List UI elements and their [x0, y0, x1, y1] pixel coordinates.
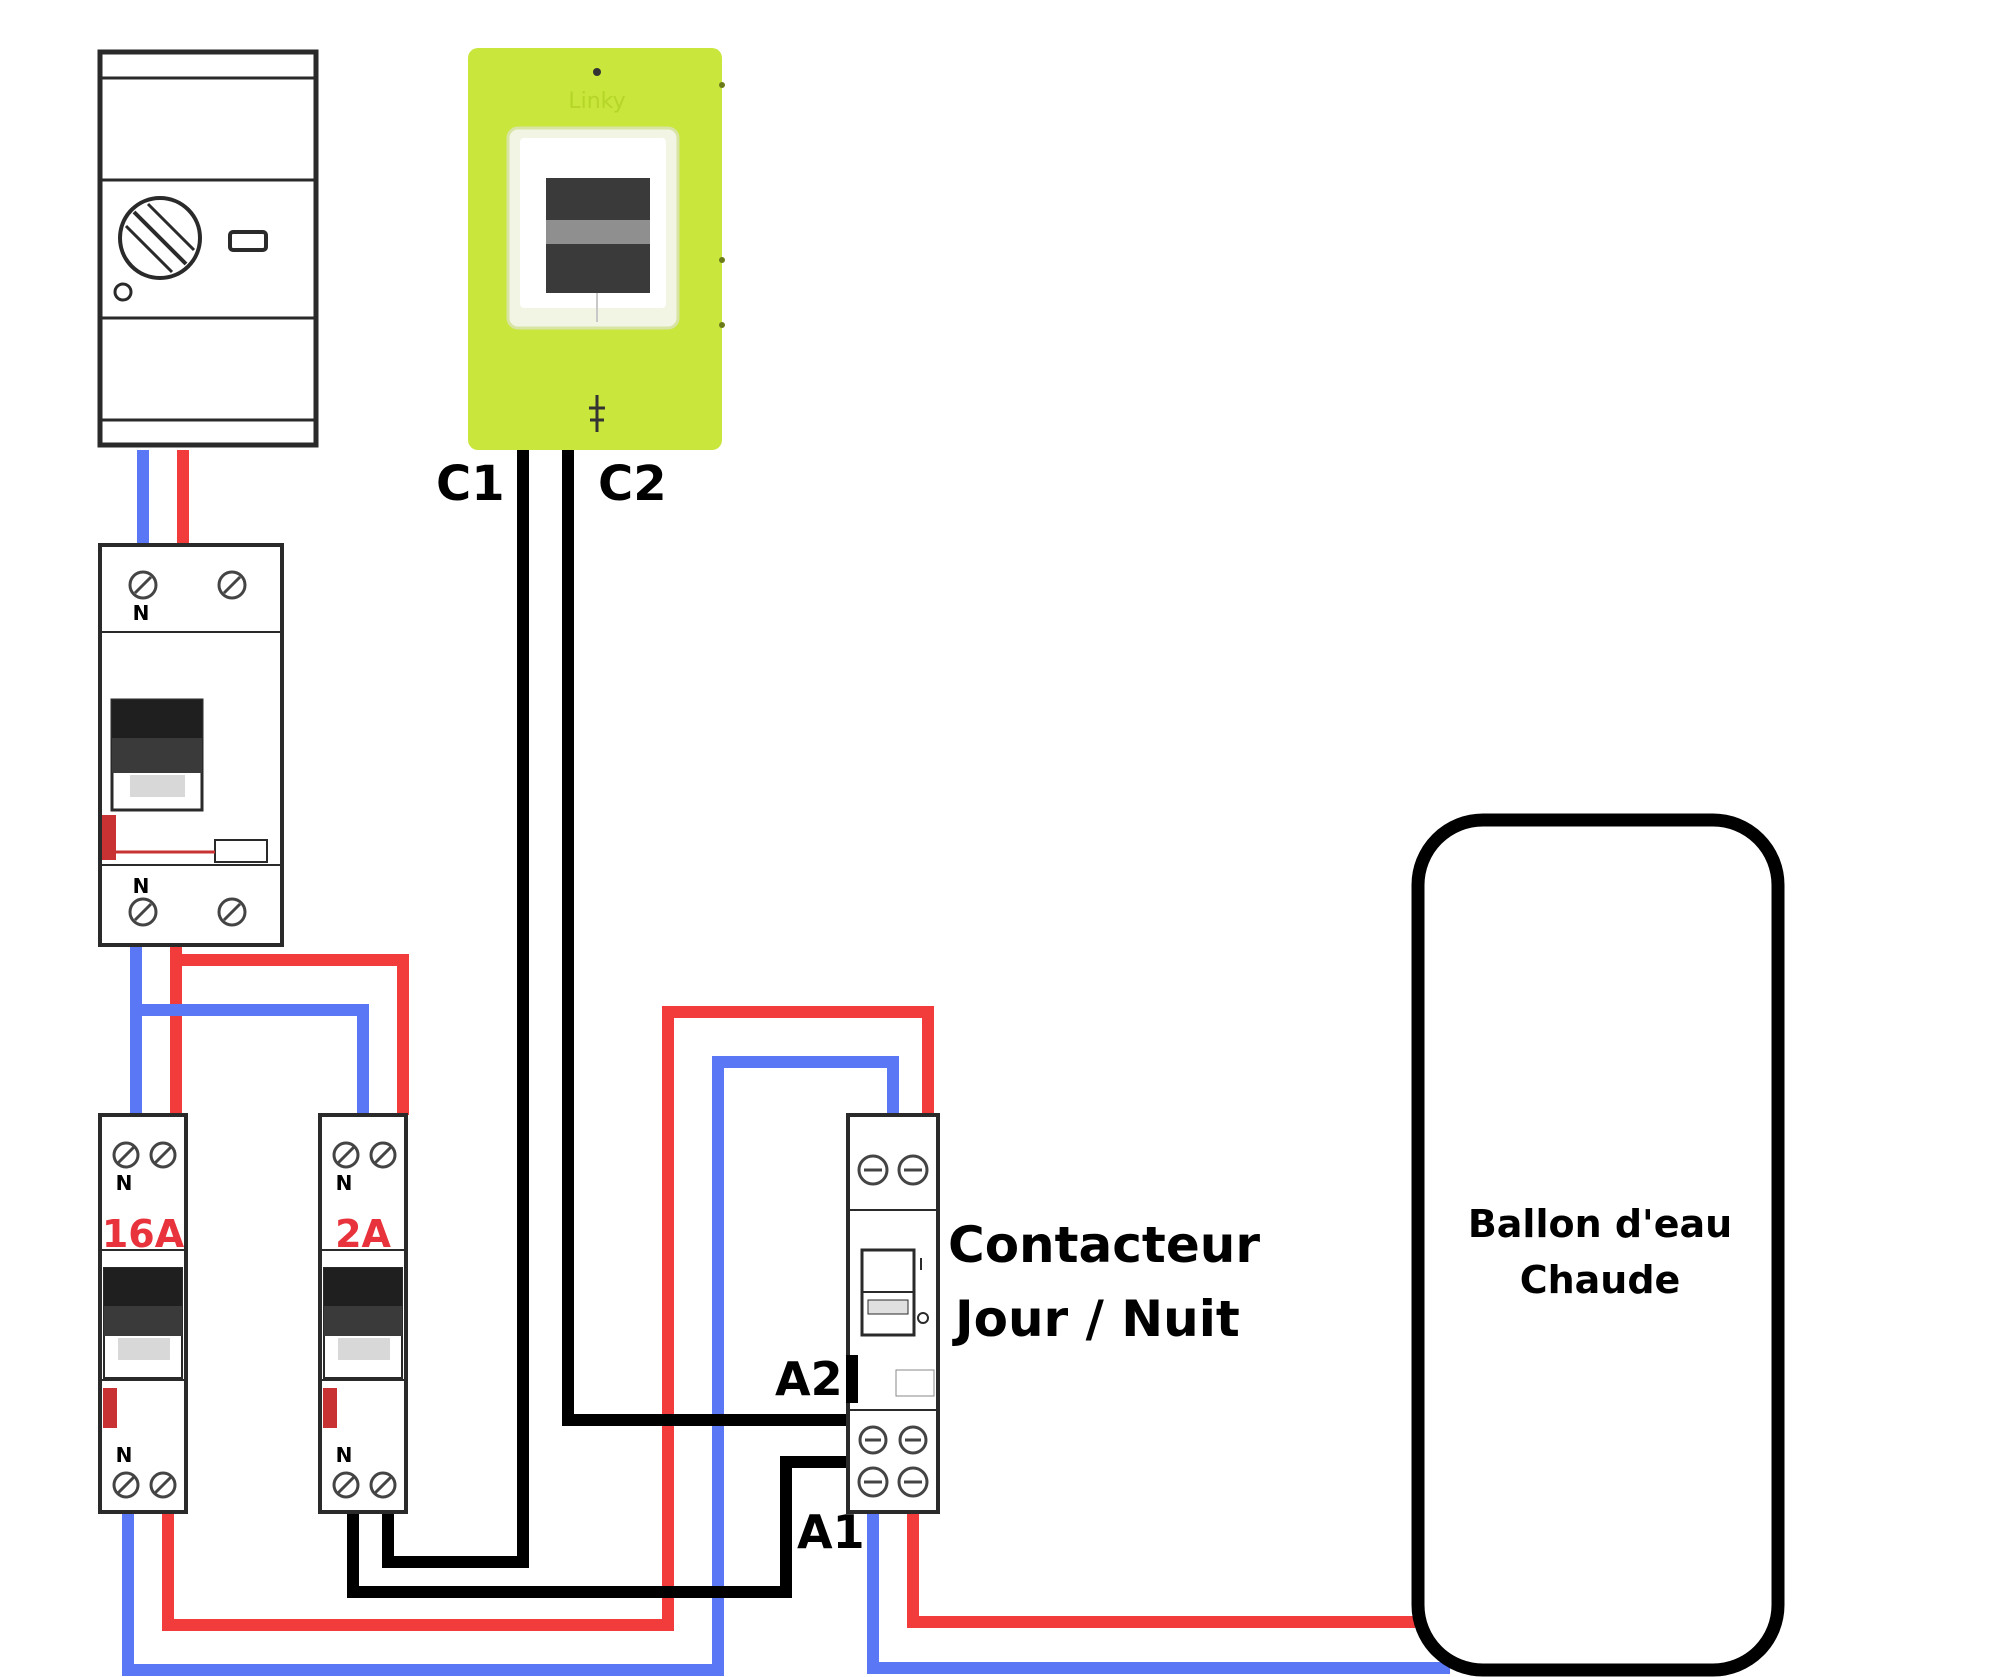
screw-icon — [332, 1471, 360, 1499]
rotary-knob-icon — [113, 196, 202, 302]
screw-icon — [149, 1471, 177, 1499]
screw-icon — [217, 570, 247, 600]
screw-icon — [149, 1141, 177, 1169]
differential-switch: N N — [98, 543, 284, 947]
breaker-2a: N 2A N — [318, 1113, 408, 1514]
screw-icon — [897, 1466, 929, 1498]
screw-icon — [858, 1425, 888, 1455]
breaker-rating: 16A — [102, 1212, 185, 1256]
neutral-mark: N — [116, 1171, 133, 1195]
wire-phase-16a-to-contactor — [162, 1006, 934, 1631]
wire-neutral-contactor-to-heater — [867, 1512, 1450, 1674]
wire-2a-to-a1 — [347, 1456, 848, 1598]
terminal-label-a1: A1 — [797, 1505, 865, 1559]
neutral-mark: N — [133, 874, 150, 898]
screw-icon — [857, 1466, 889, 1498]
screw-icon — [857, 1154, 889, 1186]
screw-icon — [112, 1471, 140, 1499]
wire-c2-to-a2 — [562, 448, 848, 1426]
wire-neutral-to-2a — [136, 1004, 369, 1115]
toggle-lever — [103, 1267, 183, 1379]
contactor-label-line2: Jour / Nuit — [952, 1290, 1240, 1348]
supply-panel — [97, 49, 319, 448]
water-heater — [1411, 813, 1785, 1677]
screw-icon — [128, 897, 158, 927]
terminal-label-a2: A2 — [775, 1352, 843, 1406]
screw-icon — [112, 1141, 140, 1169]
terminal-label-c1: C1 — [436, 456, 505, 512]
screw-icon — [332, 1141, 360, 1169]
plug-icon — [589, 395, 605, 432]
wire-neutral-16a-to-contactor — [122, 1056, 899, 1676]
screw-icon — [369, 1141, 397, 1169]
breaker-16a: N 16A N — [98, 1113, 188, 1514]
linky-meter: Linky — [468, 48, 725, 450]
screw-icon — [128, 570, 158, 600]
water-heater-label-line2: Chaude — [1520, 1258, 1681, 1302]
wire-phase-to-2a — [176, 954, 409, 1115]
wires — [122, 448, 1450, 1676]
wire-phase-contactor-to-heater — [907, 1512, 1415, 1628]
neutral-mark: N — [336, 1443, 353, 1467]
neutral-mark: N — [116, 1443, 133, 1467]
neutral-mark: N — [133, 601, 150, 625]
screw-icon — [897, 1154, 929, 1186]
test-button — [214, 839, 268, 863]
terminal-label-c2: C2 — [598, 456, 667, 512]
water-heater-label-line1: Ballon d'eau — [1468, 1202, 1732, 1246]
toggle-lever — [110, 698, 204, 812]
indicator-window — [228, 230, 268, 252]
neutral-mark: N — [336, 1171, 353, 1195]
contactor-label-line1: Contacteur — [948, 1216, 1260, 1274]
toggle-lever — [323, 1267, 403, 1379]
contactor — [846, 1113, 940, 1514]
breaker-rating: 2A — [335, 1212, 391, 1256]
screw-icon — [898, 1425, 928, 1455]
screw-icon — [369, 1471, 397, 1499]
wire-c1-to-2a — [382, 448, 529, 1568]
screw-icon — [217, 897, 247, 927]
meter-logo: Linky — [568, 89, 625, 114]
